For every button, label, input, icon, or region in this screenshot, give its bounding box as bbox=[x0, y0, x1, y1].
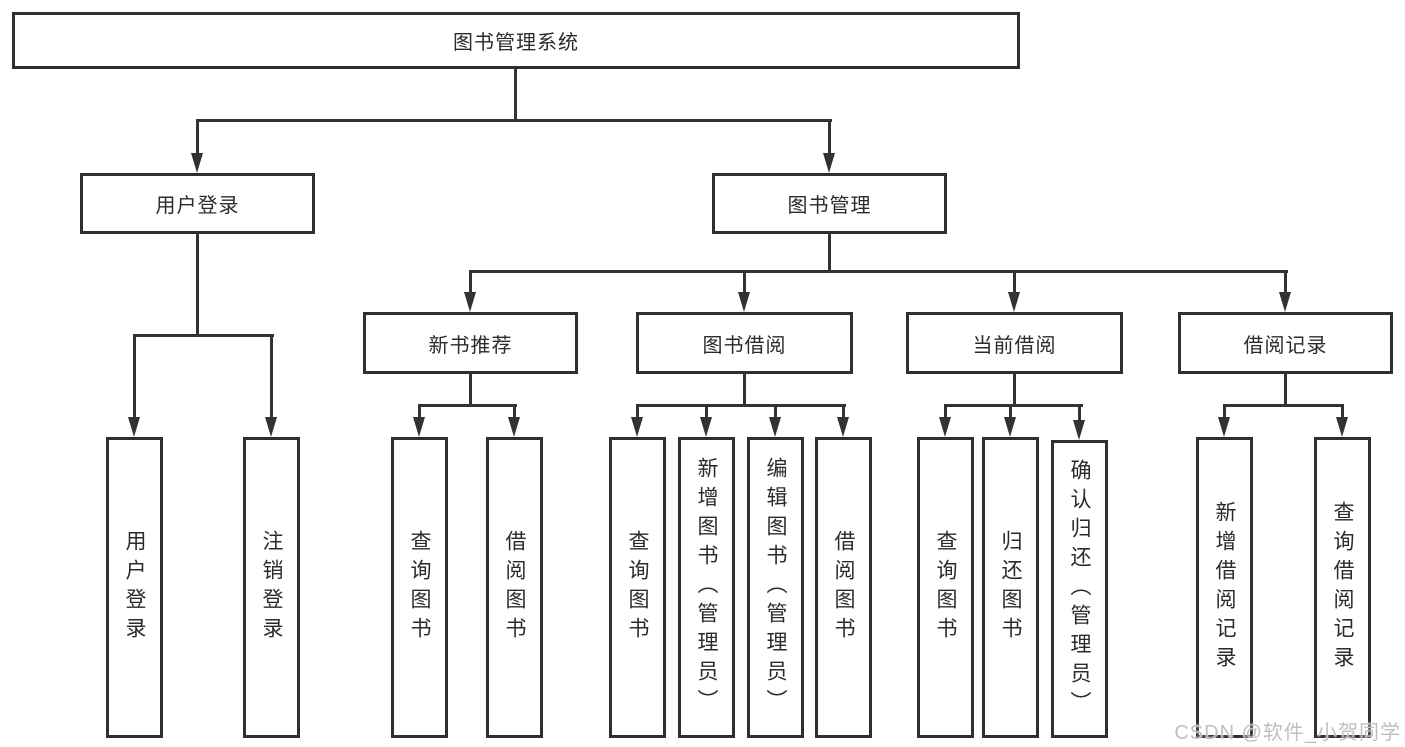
leaf-borrowing-borrow-book: 借阅图书 bbox=[815, 437, 872, 738]
arrow-down-icon bbox=[1073, 420, 1085, 440]
leaf-user-login: 用户登录 bbox=[106, 437, 163, 738]
leaf-logout: 注销登录 bbox=[243, 437, 300, 738]
connector-line bbox=[1009, 404, 1012, 421]
connector-line bbox=[1013, 270, 1016, 294]
leaf-borrowing-add-book-admin: 新增图书（管理员） bbox=[678, 437, 735, 738]
leaf-records-add-record: 新增借阅记录 bbox=[1196, 437, 1253, 738]
connector-line bbox=[270, 334, 273, 419]
connector-line bbox=[1223, 404, 1344, 407]
node-book-borrowing: 图书借阅 bbox=[636, 312, 853, 374]
arrow-down-icon bbox=[191, 153, 203, 173]
connector-line bbox=[418, 404, 517, 407]
connector-line bbox=[1013, 374, 1016, 407]
connector-line bbox=[513, 404, 516, 421]
arrow-down-icon bbox=[939, 417, 951, 437]
connector-line bbox=[469, 374, 472, 407]
connector-line bbox=[944, 404, 947, 421]
connector-line bbox=[1223, 404, 1226, 421]
connector-line bbox=[196, 119, 199, 155]
arrow-down-icon bbox=[413, 417, 425, 437]
connector-line bbox=[514, 69, 517, 121]
leaf-current-query-book: 查询图书 bbox=[917, 437, 974, 738]
arrow-down-icon bbox=[769, 417, 781, 437]
connector-line bbox=[842, 404, 845, 421]
arrow-down-icon bbox=[464, 292, 476, 312]
csdn-watermark: CSDN @软件_小贺同学 bbox=[1174, 722, 1401, 744]
connector-line bbox=[636, 404, 639, 421]
leaf-current-return-book: 归还图书 bbox=[982, 437, 1039, 738]
arrow-down-icon bbox=[508, 417, 520, 437]
arrow-down-icon bbox=[1008, 292, 1020, 312]
arrow-down-icon bbox=[700, 417, 712, 437]
connector-line bbox=[828, 234, 831, 273]
connector-line bbox=[743, 374, 746, 407]
arrow-down-icon bbox=[128, 417, 140, 437]
connector-line bbox=[133, 334, 274, 337]
connector-line bbox=[636, 404, 846, 407]
connector-line bbox=[469, 270, 1288, 273]
arrow-down-icon bbox=[1336, 417, 1348, 437]
connector-line bbox=[774, 404, 777, 421]
leaf-borrowing-edit-book-admin: 编辑图书（管理员） bbox=[747, 437, 804, 738]
connector-line bbox=[1341, 404, 1344, 421]
node-current-borrowing: 当前借阅 bbox=[906, 312, 1123, 374]
connector-line bbox=[705, 404, 708, 421]
node-user-login: 用户登录 bbox=[80, 173, 315, 234]
arrow-down-icon bbox=[823, 153, 835, 173]
leaf-recommend-borrow-book: 借阅图书 bbox=[486, 437, 543, 738]
connector-line bbox=[418, 404, 421, 421]
connector-line bbox=[1284, 374, 1287, 407]
arrow-down-icon bbox=[738, 292, 750, 312]
connector-line bbox=[196, 234, 199, 335]
node-borrowing-records: 借阅记录 bbox=[1178, 312, 1393, 374]
connector-line bbox=[828, 119, 831, 155]
node-root: 图书管理系统 bbox=[12, 12, 1020, 69]
connector-line bbox=[743, 270, 746, 294]
arrow-down-icon bbox=[837, 417, 849, 437]
connector-line bbox=[1284, 270, 1287, 294]
arrow-down-icon bbox=[265, 417, 277, 437]
leaf-borrowing-query-book: 查询图书 bbox=[609, 437, 666, 738]
node-book-management: 图书管理 bbox=[712, 173, 947, 234]
leaf-records-query-record: 查询借阅记录 bbox=[1314, 437, 1371, 738]
arrow-down-icon bbox=[1004, 417, 1016, 437]
leaf-recommend-query-book: 查询图书 bbox=[391, 437, 448, 738]
arrow-down-icon bbox=[1218, 417, 1230, 437]
connector-line bbox=[1078, 404, 1081, 424]
arrow-down-icon bbox=[631, 417, 643, 437]
node-new-book-recommend: 新书推荐 bbox=[363, 312, 578, 374]
connector-line bbox=[133, 334, 136, 419]
arrow-down-icon bbox=[1279, 292, 1291, 312]
connector-line bbox=[469, 270, 472, 294]
leaf-current-confirm-return-admin: 确认归还（管理员） bbox=[1051, 440, 1108, 738]
